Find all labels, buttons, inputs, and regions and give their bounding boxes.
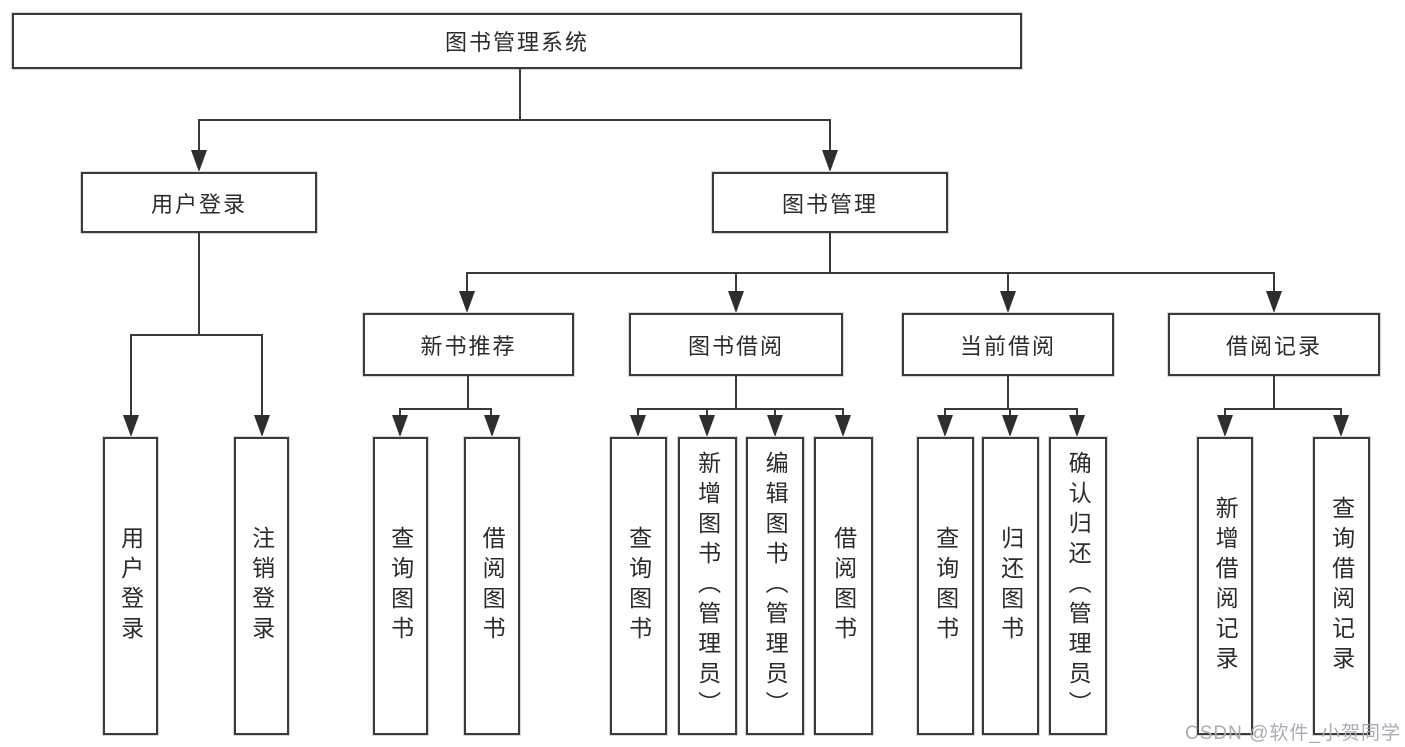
leaf-return-books: 归还图书: [982, 437, 1039, 735]
connector-current-arm-3: [1076, 408, 1078, 418]
arrowhead-icon: [1069, 415, 1085, 437]
connector-root-stem: [519, 69, 521, 121]
arrowhead-icon: [767, 415, 783, 437]
arrowhead-icon: [392, 415, 408, 437]
node-user-login: 用户登录: [81, 172, 317, 233]
node-borrowing-records: 借阅记录: [1168, 313, 1380, 376]
leaf-confirm-return-admin: 确认归还（管理员）: [1049, 437, 1107, 735]
arrowhead-icon: [123, 415, 139, 437]
leaf-query-books-current: 查询图书: [917, 437, 974, 735]
connector-root-branch: [198, 119, 831, 121]
connector-borrowing-arm-3: [774, 408, 776, 418]
leaf-add-borrow-record: 新增借阅记录: [1197, 437, 1253, 735]
csdn-watermark: CSDN @软件_小贺同学: [1185, 723, 1401, 744]
arrowhead-icon: [1000, 291, 1016, 313]
leaf-edit-book-admin: 编辑图书（管理员）: [746, 437, 804, 735]
connector-book-mgmt-arm-3: [1007, 272, 1009, 293]
connector-user-login-stem: [198, 233, 200, 336]
connector-current-stem: [1007, 376, 1009, 410]
connector-root-arm-right: [829, 119, 831, 152]
arrowhead-icon: [937, 415, 953, 437]
arrowhead-icon: [484, 415, 500, 437]
connector-borrowing-branch: [637, 408, 844, 410]
node-root-library-system: 图书管理系统: [12, 13, 1022, 69]
node-current-borrowing: 当前借阅: [902, 313, 1114, 376]
connector-current-arm-1: [944, 408, 946, 418]
leaf-add-book-admin: 新增图书（管理员）: [678, 437, 737, 735]
arrowhead-icon: [254, 415, 270, 437]
arrowhead-icon: [1217, 415, 1233, 437]
arrowhead-icon: [191, 150, 207, 172]
connector-book-mgmt-arm-4: [1273, 272, 1275, 293]
connector-book-mgmt-stem: [829, 233, 831, 274]
connector-borrowing-arm-4: [842, 408, 844, 418]
leaf-query-books-recommend: 查询图书: [373, 437, 428, 735]
connector-user-login-arm-2: [261, 334, 263, 417]
connector-new-book-arm-2: [490, 408, 492, 418]
arrowhead-icon: [459, 291, 475, 313]
connector-new-book-branch: [399, 408, 492, 410]
arrowhead-icon: [1002, 415, 1018, 437]
connector-user-login-arm-1: [130, 334, 132, 417]
node-new-book-recommend: 新书推荐: [363, 313, 574, 376]
leaf-logout: 注销登录: [234, 437, 289, 735]
connector-book-mgmt-arm-2: [735, 272, 737, 293]
connector-current-branch: [944, 408, 1078, 410]
leaf-query-books-borrowing: 查询图书: [610, 437, 667, 735]
connector-new-book-arm-1: [399, 408, 401, 418]
connector-borrowing-arm-1: [637, 408, 639, 418]
node-book-borrowing: 图书借阅: [629, 313, 843, 376]
connector-records-branch: [1224, 408, 1342, 410]
connector-user-login-branch: [130, 334, 263, 336]
connector-borrowing-arm-2: [706, 408, 708, 418]
connector-root-arm-left: [198, 119, 200, 152]
connector-current-arm-2: [1009, 408, 1011, 418]
leaf-user-login: 用户登录: [103, 437, 158, 735]
connector-book-mgmt-arm-1: [466, 272, 468, 293]
arrowhead-icon: [630, 415, 646, 437]
connector-new-book-stem: [467, 376, 469, 410]
arrowhead-icon: [1266, 291, 1282, 313]
node-book-management: 图书管理: [712, 172, 948, 233]
connector-records-arm-1: [1224, 408, 1226, 418]
arrowhead-icon: [699, 415, 715, 437]
arrowhead-icon: [728, 291, 744, 313]
arrowhead-icon: [1333, 415, 1349, 437]
arrowhead-icon: [835, 415, 851, 437]
connector-borrowing-stem: [735, 376, 737, 410]
leaf-query-borrow-record: 查询借阅记录: [1313, 437, 1370, 735]
connector-records-stem: [1273, 376, 1275, 410]
leaf-borrow-books-borrowing: 借阅图书: [814, 437, 873, 735]
arrowhead-icon: [822, 150, 838, 172]
leaf-borrow-books-recommend: 借阅图书: [464, 437, 520, 735]
connector-book-mgmt-branch: [466, 272, 1275, 274]
connector-records-arm-2: [1340, 408, 1342, 418]
